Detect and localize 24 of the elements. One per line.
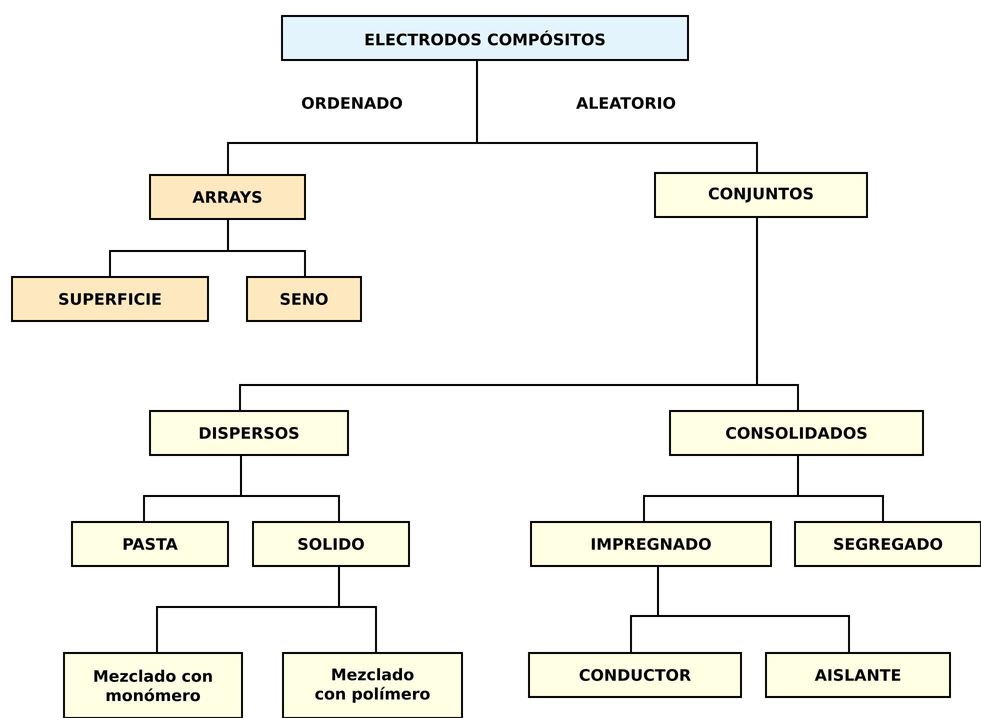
connector-line [240,456,340,522]
category-box: CONDUCTOR [528,652,742,698]
category-box: AISLANTE [765,652,951,698]
category-box: SOLIDO [252,521,410,567]
connector-line [227,220,306,276]
connector-line [476,60,758,172]
connector-line [797,456,884,522]
title-box: ELECTRODOS COMPÓSITOS [281,15,689,61]
category-box: SUPERFICIE [11,276,209,322]
connector-line [756,218,799,410]
category-box: Mezclado con monómero [63,652,243,718]
category-box: DISPERSOS [149,410,349,456]
connector-line [338,566,377,652]
connector-line [657,566,850,652]
category-box: SENO [246,276,362,322]
edge-label: ALEATORIO [574,95,678,111]
category-box: CONJUNTOS [654,172,868,218]
category-box: IMPREGNADO [530,521,772,567]
category-box: CONSOLIDADOS [669,410,924,456]
edge-label: ORDENADO [299,95,405,111]
category-box: ARRAYS [149,174,306,220]
category-box: PASTA [71,521,229,567]
category-box: Mezclado con polímero [282,652,463,718]
category-box: SEGREGADO [794,521,981,567]
